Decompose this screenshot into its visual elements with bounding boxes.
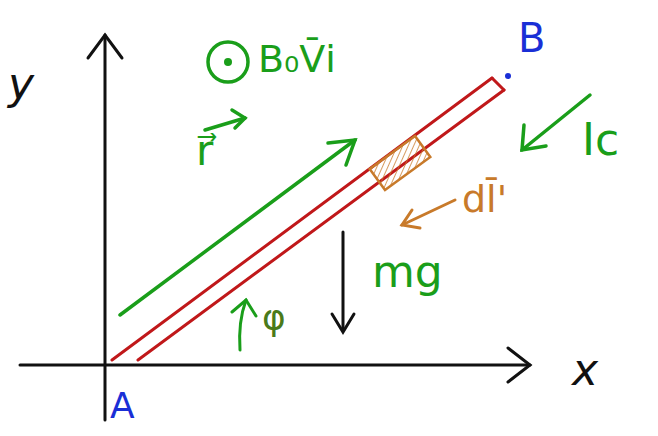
out-of-page-symbol — [208, 42, 248, 82]
force-label: mg — [372, 250, 443, 294]
rod — [112, 78, 504, 360]
end-point — [505, 73, 511, 79]
field-label: B₀V̄i — [258, 40, 336, 78]
gravity-arrow — [332, 232, 354, 332]
angle-label: φ — [262, 300, 286, 336]
current-arrow — [522, 95, 590, 150]
axis-label: x — [572, 348, 598, 392]
vector-label: r⃗ — [196, 130, 213, 172]
point-label: A — [110, 388, 135, 424]
r-vector — [120, 110, 355, 315]
element-label: dl̄' — [462, 180, 507, 218]
point-label: B — [518, 18, 545, 58]
current-element — [370, 136, 431, 190]
dl-arrow — [402, 200, 455, 228]
axes — [20, 35, 530, 420]
axis-label: y — [8, 62, 34, 106]
current-label: Ic — [582, 118, 619, 162]
angle-arc — [232, 300, 256, 350]
